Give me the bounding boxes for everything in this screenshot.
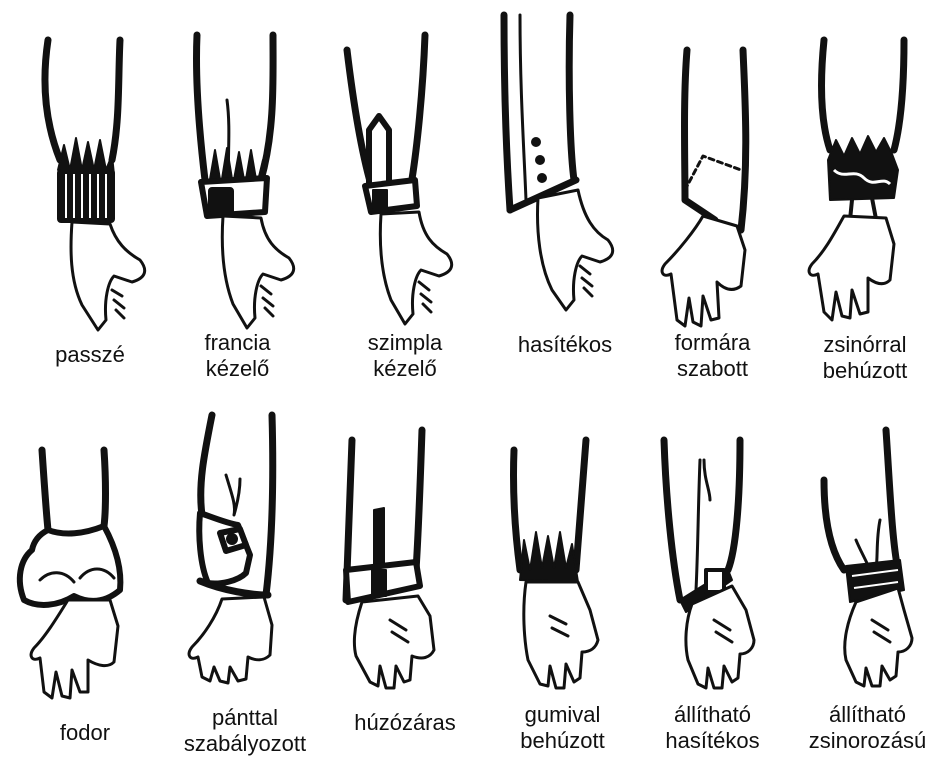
- huzozaras-cuff-illustration: [330, 420, 480, 690]
- label-passze: passzé: [20, 342, 160, 368]
- cuff-item-panttal-szabalyozott: pánttal szabályozott: [160, 405, 330, 767]
- label-line: húzózáras: [330, 710, 480, 736]
- label-allithato-zsinorozasu: állítható zsinorozású: [790, 702, 945, 754]
- label-line: passzé: [20, 342, 160, 368]
- label-szimpla-kezelo: szimpla kézelő: [335, 330, 475, 382]
- panttal-szabalyozott-cuff-illustration: [160, 405, 330, 685]
- label-fodor: fodor: [10, 720, 160, 746]
- label-francia-kezelo: francia kézelő: [165, 330, 310, 382]
- allithato-zsinorozasu-cuff-illustration: [790, 420, 945, 700]
- cuff-item-allithato-zsinorozasu: állítható zsinorozású: [790, 420, 945, 767]
- formara-szabott-cuff-illustration: [645, 20, 780, 340]
- cuff-item-huzozaras: húzózáras: [330, 420, 480, 740]
- label-line: szabott: [645, 356, 780, 382]
- cuff-item-zsinorral-behuzott: zsinórral behúzott: [790, 30, 940, 410]
- label-line: francia: [165, 330, 310, 356]
- cuff-item-allithato-hasitekos: állítható hasítékos: [640, 420, 785, 767]
- cuff-item-formara-szabott: formára szabott: [645, 20, 780, 390]
- label-line: behúzott: [490, 728, 635, 754]
- label-line: állítható: [790, 702, 945, 728]
- hasitekos-cuff-illustration: [490, 10, 640, 330]
- label-line: szabályozott: [160, 731, 330, 757]
- label-line: zsinórral: [790, 332, 940, 358]
- allithato-hasitekos-cuff-illustration: [640, 420, 785, 700]
- cuff-item-hasitekos: hasítékos: [490, 10, 640, 360]
- cuff-item-szimpla-kezelo: szimpla kézelő: [335, 20, 475, 390]
- label-line: kézelő: [165, 356, 310, 382]
- label-allithato-hasitekos: állítható hasítékos: [640, 702, 785, 754]
- szimpla-kezelo-cuff-illustration: [335, 20, 475, 340]
- label-line: behúzott: [790, 358, 940, 384]
- cuff-item-fodor: fodor: [10, 430, 160, 750]
- label-line: pánttal: [160, 705, 330, 731]
- label-line: zsinorozású: [790, 728, 945, 754]
- cuff-item-gumival-behuzott: gumival behúzott: [490, 420, 635, 767]
- label-line: formára: [645, 330, 780, 356]
- zsinorral-behuzott-cuff-illustration: [790, 30, 940, 350]
- label-zsinorral-behuzott: zsinórral behúzott: [790, 332, 940, 384]
- label-gumival-behuzott: gumival behúzott: [490, 702, 635, 754]
- label-huzozaras: húzózáras: [330, 710, 480, 736]
- label-hasitekos: hasítékos: [490, 332, 640, 358]
- label-line: szimpla: [335, 330, 475, 356]
- label-panttal-szabalyozott: pánttal szabályozott: [160, 705, 330, 757]
- fodor-cuff-illustration: [10, 430, 160, 700]
- label-line: fodor: [10, 720, 160, 746]
- label-line: hasítékos: [490, 332, 640, 358]
- label-line: kézelő: [335, 356, 475, 382]
- cuff-item-passze: passzé: [20, 20, 160, 380]
- francia-kezelo-cuff-illustration: [165, 20, 310, 340]
- label-line: gumival: [490, 702, 635, 728]
- cuff-item-francia-kezelo: francia kézelő: [165, 20, 310, 390]
- gumival-behuzott-cuff-illustration: [490, 420, 635, 700]
- label-line: állítható: [640, 702, 785, 728]
- label-formara-szabott: formára szabott: [645, 330, 780, 382]
- label-line: hasítékos: [640, 728, 785, 754]
- passze-cuff-illustration: [20, 20, 160, 340]
